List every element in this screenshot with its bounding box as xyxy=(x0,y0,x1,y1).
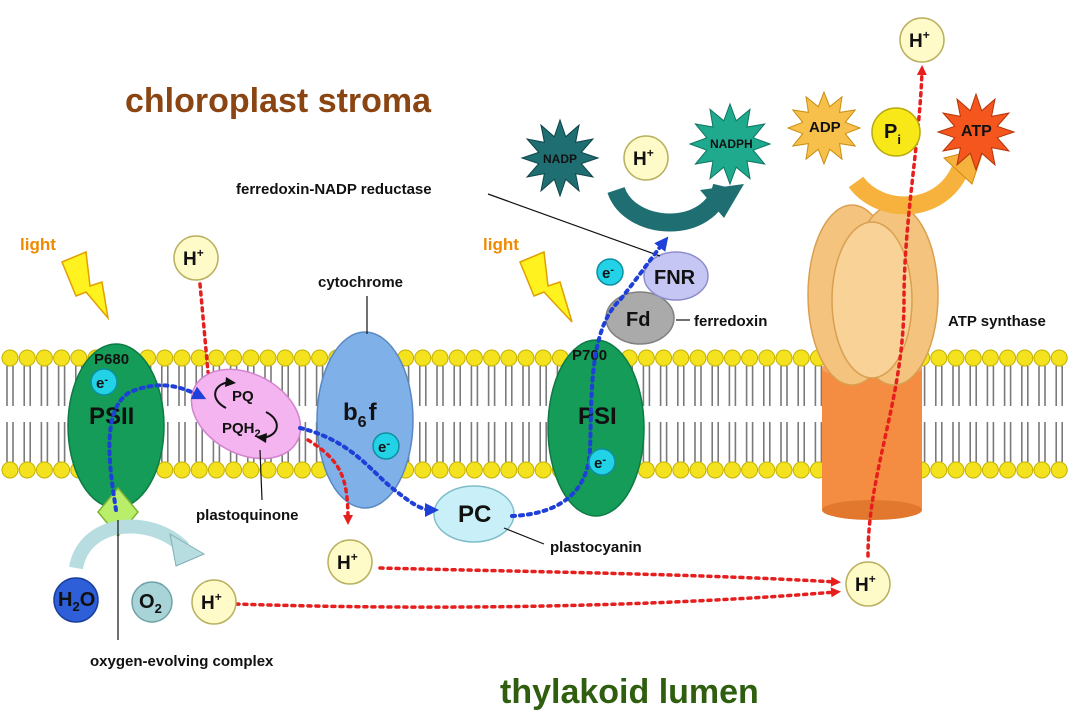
fd-label: Fd xyxy=(626,309,650,331)
light-label-psi: light xyxy=(483,235,519,254)
electron-b6f: e- xyxy=(372,432,400,460)
svg-text:H+: H+ xyxy=(337,550,358,574)
pi-molecule: Pi xyxy=(871,107,921,157)
svg-text:H+: H+ xyxy=(633,146,654,170)
proton-stroma-atp: H+ xyxy=(899,17,945,63)
atp-synthase-label: ATP synthase xyxy=(948,313,1046,330)
fnr-full-label: ferredoxin-NADP reductase xyxy=(236,181,432,198)
adp-molecule: ADP xyxy=(786,90,862,166)
nadph-molecule: NADPH xyxy=(688,102,772,186)
proton-lumen-b6f: H+ xyxy=(327,539,373,585)
svg-text:NADP: NADP xyxy=(543,152,577,166)
electron-psi: e- xyxy=(588,448,616,476)
plastocyanin-pointer xyxy=(503,527,545,545)
cytochrome-label: cytochrome xyxy=(318,274,403,291)
svg-text:e-: e- xyxy=(96,374,108,392)
svg-text:H+: H+ xyxy=(909,28,930,52)
electron-fnr: e- xyxy=(596,258,624,286)
svg-text:ADP: ADP xyxy=(809,119,841,136)
pqh2-label: PQH2 xyxy=(222,420,261,440)
p680-label: P680 xyxy=(94,351,129,368)
proton-stroma-pq: H+ xyxy=(173,235,219,281)
light-bolt-psi-icon xyxy=(519,250,573,323)
adp-atp-arrow-icon xyxy=(848,165,969,215)
psi-complex xyxy=(547,339,645,517)
cytochrome-b6f xyxy=(316,331,414,509)
water-splitting-arrowhead-icon xyxy=(169,533,206,567)
svg-text:e-: e- xyxy=(378,438,390,456)
plastoquinone-complex xyxy=(190,368,302,460)
oec-label: oxygen-evolving complex xyxy=(90,653,274,670)
plastoquinone-pointer xyxy=(259,449,263,501)
svg-text:H2O: H2O xyxy=(58,589,95,614)
electron-transport-path xyxy=(107,236,669,518)
psi-label: PSI xyxy=(578,403,617,430)
proton-stroma-nadp: H+ xyxy=(623,135,669,181)
atp-molecule: ATP xyxy=(936,92,1016,172)
atp-synthase xyxy=(807,204,939,520)
plastocyanin-label: plastocyanin xyxy=(550,539,642,556)
fnr-label: FNR xyxy=(654,267,696,289)
svg-text:Pi: Pi xyxy=(884,121,901,147)
svg-text:ATP: ATP xyxy=(961,123,992,140)
pq-cycle-right-head-icon xyxy=(256,433,267,443)
fnr-pointer xyxy=(487,193,661,257)
light-bolt-psii-icon xyxy=(61,250,110,321)
nadp-nadph-arrowhead-icon xyxy=(700,184,744,218)
pq-cycle-left-head-icon xyxy=(225,377,236,387)
fnr-complex xyxy=(643,251,709,301)
plastoquinone-label: plastoquinone xyxy=(196,507,299,524)
svg-text:H+: H+ xyxy=(855,572,876,596)
svg-text:H+: H+ xyxy=(183,246,204,270)
svg-text:O2: O2 xyxy=(139,591,162,616)
svg-text:e-: e- xyxy=(594,454,606,472)
electron-psii: e- xyxy=(90,368,118,396)
ferredoxin-label: ferredoxin xyxy=(694,313,767,330)
o2-molecule: O2 xyxy=(131,581,173,623)
lumen-title: thylakoid lumen xyxy=(500,673,759,711)
b6f-label: b6f xyxy=(343,399,378,431)
psii-label: PSII xyxy=(89,403,134,430)
proton-lumen-water: H+ xyxy=(191,579,237,625)
light-label-psii: light xyxy=(20,235,56,254)
svg-text:e-: e- xyxy=(602,264,614,282)
water-splitting-arrow-icon xyxy=(69,519,189,570)
stroma-title: chloroplast stroma xyxy=(125,82,432,120)
svg-text:H+: H+ xyxy=(201,590,222,614)
pc-label: PC xyxy=(458,501,491,528)
pq-label: PQ xyxy=(232,388,254,405)
proton-lumen-atp-synthase: H+ xyxy=(845,561,891,607)
h2o-molecule: H2O xyxy=(53,577,99,623)
svg-text:NADPH: NADPH xyxy=(710,137,753,151)
nadp-molecule: NADP xyxy=(520,118,600,198)
p700-label: P700 xyxy=(572,347,607,364)
